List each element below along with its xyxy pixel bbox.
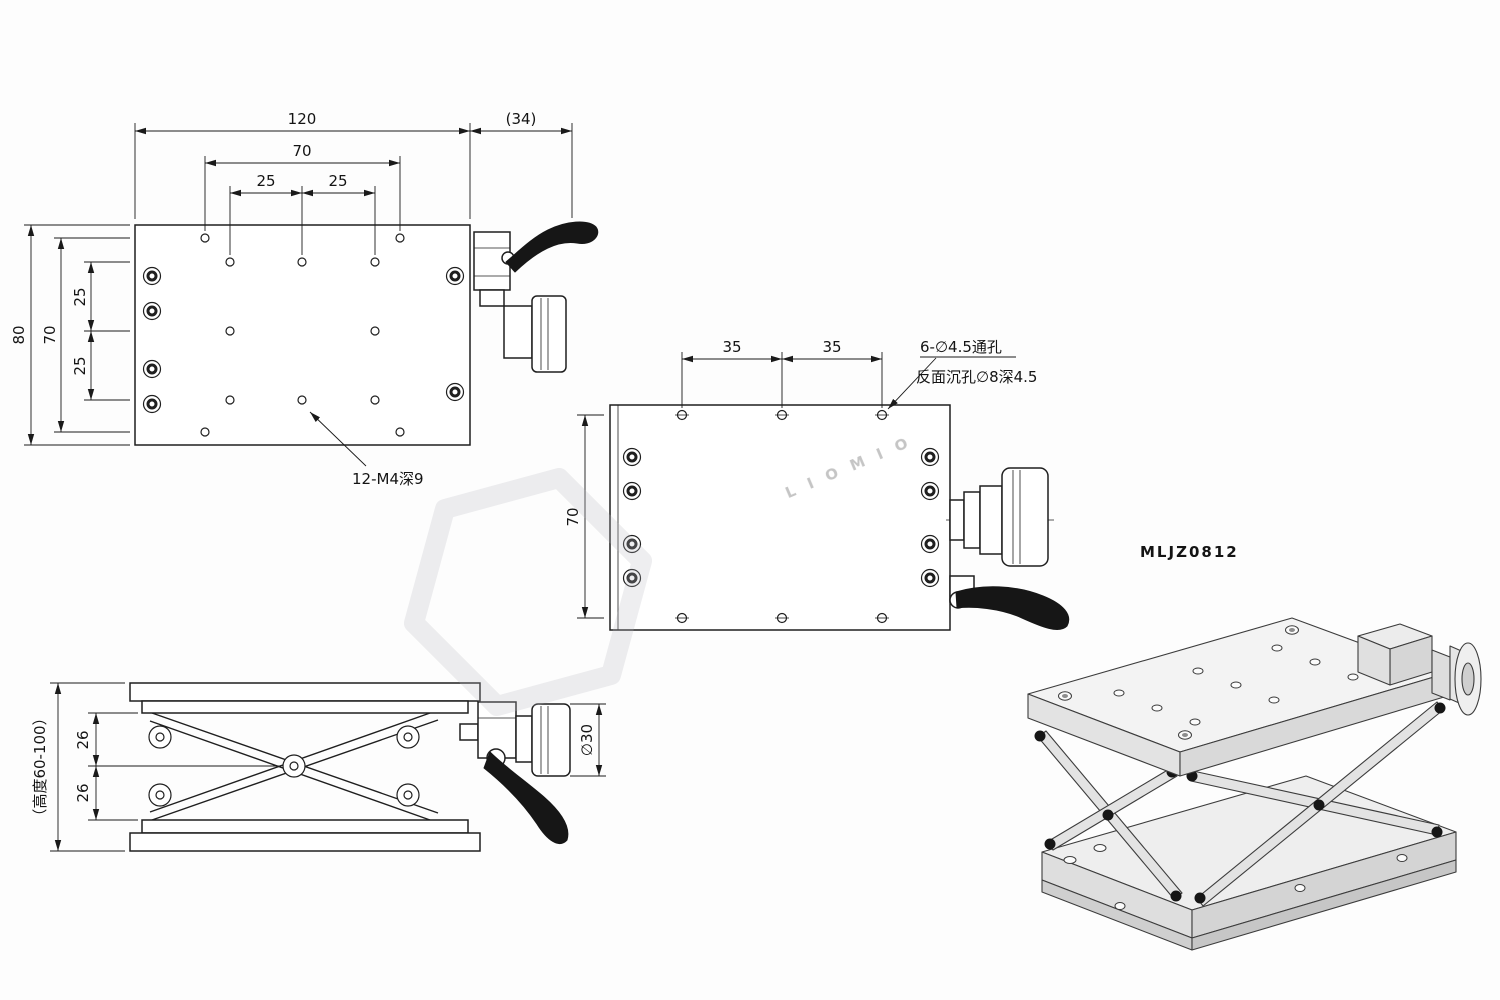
iso-scissor-arms bbox=[1034, 701, 1446, 907]
top-view-m4-holes bbox=[200, 233, 405, 437]
thread-note-label: 12-M4深9 bbox=[352, 470, 424, 488]
iso-knob-assembly bbox=[1357, 623, 1482, 716]
dim-label-70-top: 70 bbox=[292, 142, 311, 160]
dim-label-25-top-left: 25 bbox=[256, 172, 275, 190]
iso-top-plate bbox=[1027, 617, 1445, 777]
dim-label-70-left: 70 bbox=[41, 325, 59, 344]
dim-label-80: 80 bbox=[10, 325, 28, 344]
dim-label-34: (34) bbox=[506, 110, 537, 128]
dim-label-25-left-upper: 25 bbox=[71, 287, 89, 306]
bottom-view-knob-assembly bbox=[946, 467, 1054, 567]
dim-label-120: 120 bbox=[288, 110, 317, 128]
side-view-rollers bbox=[148, 725, 420, 807]
watermark-logo-hexagon bbox=[404, 468, 652, 716]
bottom-view-socket-screws bbox=[622, 447, 940, 588]
dim-label-25-top-right: 25 bbox=[328, 172, 347, 190]
model-code: MLJZ0812 bbox=[1140, 543, 1239, 561]
bottom-view-through-holes bbox=[675, 409, 889, 624]
side-view-bottom-plate bbox=[129, 832, 481, 852]
side-view-clamp-assembly bbox=[459, 701, 571, 845]
side-view: ∅30 （高度60-100） 26 26 bbox=[31, 682, 606, 852]
top-view-socket-screws bbox=[142, 266, 465, 414]
counterbore-note-label: 反面沉孔∅8深4.5 bbox=[916, 368, 1037, 386]
top-view-dimensions: 120 (34) 70 25 25 80 70 25 25 12-M4深9 bbox=[10, 110, 573, 488]
dim-label-26-upper: 26 bbox=[74, 730, 92, 749]
dim-label-35-left: 35 bbox=[722, 338, 741, 356]
bottom-view-clamp-lever bbox=[949, 575, 1070, 630]
bottom-view-plate-outline bbox=[609, 404, 951, 631]
dim-label-25-left-lower: 25 bbox=[71, 356, 89, 375]
side-view-dimensions: ∅30 （高度60-100） 26 26 bbox=[31, 682, 606, 852]
clamp-lever-handle bbox=[483, 751, 569, 845]
dim-label-knob-diameter: ∅30 bbox=[578, 724, 596, 756]
dim-label-35-right: 35 bbox=[822, 338, 841, 356]
through-hole-note-label: 6-∅4.5通孔 bbox=[920, 338, 1002, 356]
dim-label-70: 70 bbox=[564, 507, 582, 526]
top-view: 120 (34) 70 25 25 80 70 25 25 12-M4深9 bbox=[10, 110, 599, 488]
clamp-lever-handle bbox=[505, 221, 599, 273]
bottom-view: 35 35 70 6-∅4.5通孔 反面沉孔∅8深4.5 bbox=[564, 338, 1070, 631]
top-view-clamp-assembly bbox=[473, 221, 599, 373]
side-view-top-plate bbox=[129, 682, 481, 702]
bottom-view-dimensions: 35 35 70 6-∅4.5通孔 反面沉孔∅8深4.5 bbox=[564, 338, 1037, 619]
iso-view bbox=[1027, 617, 1482, 951]
clamp-lever-handle bbox=[955, 586, 1070, 630]
dim-label-height-range: （高度60-100） bbox=[31, 710, 49, 823]
dim-label-26-lower: 26 bbox=[74, 783, 92, 802]
